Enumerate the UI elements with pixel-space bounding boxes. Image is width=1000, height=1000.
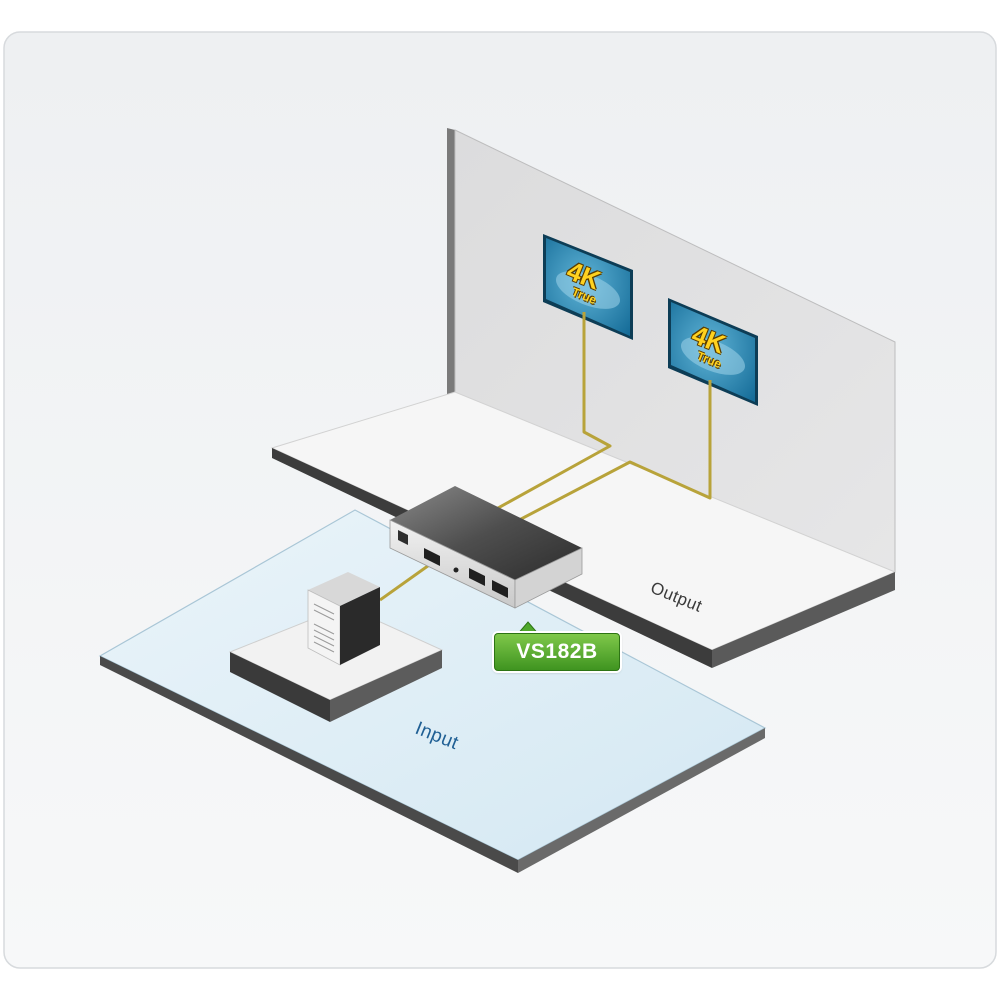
cable-input xyxy=(379,561,433,602)
input-floor-edge-left xyxy=(100,656,518,873)
display-1 xyxy=(543,234,633,340)
input-floor-edge-right xyxy=(518,728,765,873)
output-floor-edge-right xyxy=(712,572,895,668)
output-wall-side xyxy=(447,128,455,412)
display-2 xyxy=(668,298,758,406)
vs182b-splitter-device xyxy=(389,486,583,609)
model-badge-label: VS182B xyxy=(516,640,598,663)
source-computer xyxy=(228,572,444,722)
model-badge: VS182B xyxy=(494,633,620,671)
